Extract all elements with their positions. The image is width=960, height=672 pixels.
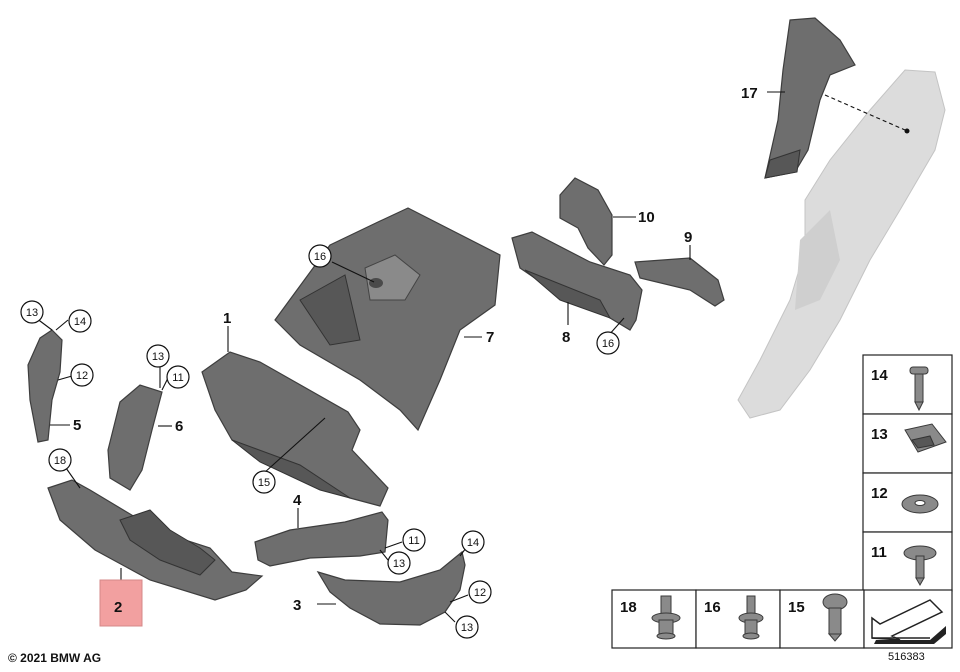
clip-nut-13-icon [904,423,947,453]
svg-text:14: 14 [467,537,479,549]
fastener-table-row: 18 16 15 [611,589,953,649]
label-2: 2 [114,599,122,616]
callout-11-c: 11 [402,528,426,552]
svg-text:15: 15 [258,477,270,489]
label-10: 10 [638,209,655,226]
part-10[interactable] [559,177,613,266]
part-9[interactable] [634,257,725,307]
fastener-label-11: 11 [871,544,887,561]
body-panel-ghost [737,69,946,419]
callout-13-b: 13 [146,344,170,368]
svg-text:14: 14 [74,316,86,328]
front-direction-arrow-icon [871,599,946,644]
callout-16-b: 16 [596,331,620,355]
fastener-label-14: 14 [871,367,888,384]
fastener-table-column: 14 13 12 11 [862,354,953,592]
part-2[interactable] [47,479,264,601]
callout-13-c: 13 [387,551,411,575]
svg-text:13: 13 [152,351,164,363]
callout-13-a: 13 [20,300,44,324]
fastener-label-12: 12 [871,485,888,502]
svg-text:13: 13 [26,307,38,319]
callout-12-a: 12 [70,363,94,387]
svg-text:11: 11 [408,535,419,547]
svg-text:16: 16 [314,251,326,263]
part-3[interactable] [316,550,466,626]
bolt-15-icon [822,593,848,642]
fastener-label-16: 16 [704,599,721,616]
highlight-2 [99,579,143,627]
expanding-rivet-18-icon [651,595,681,640]
mount-point [904,128,910,134]
callout-16-a: 16 [308,244,332,268]
label-17: 17 [741,85,758,102]
part-8[interactable] [511,231,643,331]
screw-11-icon [903,545,937,587]
assembly-line-17 [824,94,906,131]
label-4: 4 [293,492,302,509]
svg-text:16: 16 [602,338,614,350]
svg-text:12: 12 [474,587,486,599]
screw-14-icon [909,366,929,412]
label-1: 1 [223,310,231,327]
svg-text:13: 13 [393,558,405,570]
label-5: 5 [73,417,81,434]
copyright-text: © 2021 BMW AG [8,651,102,665]
fastener-label-18: 18 [620,599,637,616]
expanding-rivet-16-icon [738,595,764,640]
label-7: 7 [486,329,494,346]
label-8: 8 [562,329,570,346]
label-6: 6 [175,418,183,435]
callout-18: 18 [48,448,72,472]
washer-12-icon [901,494,939,514]
svg-text:18: 18 [54,455,66,467]
svg-text:13: 13 [461,622,473,634]
callout-14-d: 14 [461,530,485,554]
callout-11-b: 11 [166,365,190,389]
svg-text:12: 12 [76,370,88,382]
part-17[interactable] [764,17,856,179]
fastener-label-13: 13 [871,426,888,443]
part-1[interactable] [201,351,389,507]
callout-13-d: 13 [455,615,479,639]
part-4[interactable] [254,511,389,567]
callout-12-d: 12 [468,580,492,604]
part-5[interactable] [27,329,63,443]
label-3: 3 [293,597,301,614]
part-6[interactable] [107,384,163,491]
part-7[interactable] [274,207,501,432]
document-number: 516383 [888,651,925,663]
fastener-label-15: 15 [788,599,805,616]
callout-14-a: 14 [68,309,92,333]
callout-15: 15 [252,470,276,494]
svg-text:11: 11 [172,372,183,384]
label-9: 9 [684,229,692,246]
